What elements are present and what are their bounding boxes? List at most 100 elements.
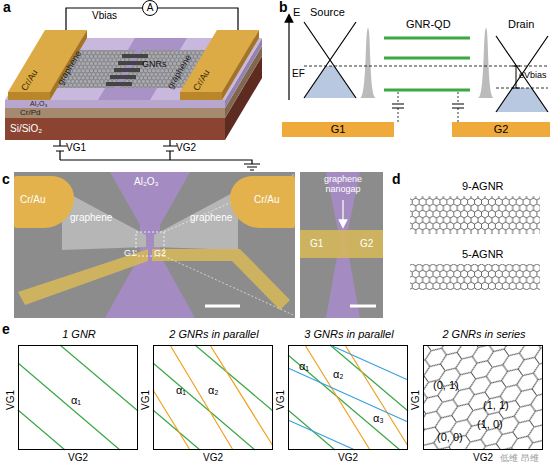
bias-label: eVbias (519, 71, 547, 81)
charge-state: (1, 0) (477, 418, 503, 430)
zoom-lines (164, 172, 300, 318)
layer-label: Si/SiO₂ (10, 123, 42, 134)
slope-label: α₁ (71, 394, 81, 406)
graphene-region (62, 190, 146, 250)
plot-frame: 1 GNRα₁ (18, 345, 138, 450)
gate-name: G1 (282, 123, 394, 135)
slope-label: α₁ (176, 384, 186, 396)
coulomb-line (153, 345, 273, 450)
annotation: graphene nanogap (313, 175, 373, 195)
coulomb-line (288, 345, 408, 450)
slope-label: α₂ (333, 368, 344, 380)
fermi-level (304, 66, 548, 67)
substrate-front (5, 118, 225, 140)
slope-label: α₁ (299, 360, 309, 372)
slope-label: α₃ (373, 412, 384, 424)
electrode-top (8, 30, 87, 92)
axis-label: VG2 (473, 452, 493, 463)
plot-title: 2 GNRs in parallel (144, 328, 284, 340)
material-label: graphene (70, 212, 112, 223)
gate-layer-front (5, 108, 225, 118)
sem-inset (300, 172, 383, 318)
ribbon-label: 5-AGNR (462, 248, 504, 260)
axis-label: VG1 (275, 390, 286, 410)
material-label: graphene (190, 212, 232, 223)
panel-letter: c (2, 172, 10, 187)
axis-label: VG2 (68, 452, 88, 463)
electrode-pad: Cr/Au (230, 176, 295, 228)
sem-image (14, 172, 295, 318)
layer-label: Cr/Pd (20, 109, 40, 118)
ribbon-lattice (410, 264, 540, 290)
plot-title: 3 GNRs in parallel (279, 328, 419, 340)
panel-letter: b (279, 0, 288, 15)
gnr-ribbon (106, 82, 132, 86)
layer-label: Al₂O₃ (30, 100, 47, 108)
plot-frame: 3 GNRs in parallelα₁α₂α₃ (288, 345, 408, 450)
gate-wires (53, 140, 260, 170)
gnr-ribbon (110, 75, 136, 79)
lead-label: Drain (508, 18, 534, 30)
electrode-label: Cr/Au (254, 194, 280, 205)
plot-frame: 2 GNRs in parallelα₁α₂ (153, 345, 273, 450)
charge-state: (0, 0) (437, 431, 463, 443)
slope-label: α₂ (208, 384, 219, 396)
bias-bracket (512, 66, 520, 88)
gate-name: G2 (154, 249, 166, 259)
axis-label: VG2 (338, 452, 358, 463)
gate-name: G1 (310, 238, 323, 249)
ammeter-symbol: A (142, 0, 158, 16)
tunnel-barrier (478, 28, 494, 98)
ribbon-label: 9-AGNR (462, 180, 504, 192)
meter-letter: A (143, 2, 157, 13)
panel-letter: d (392, 172, 401, 187)
gate-name: G1 (124, 249, 136, 259)
pointer-arrow (342, 200, 343, 224)
coupling-line (398, 92, 458, 122)
gate-bar: G2 (452, 122, 550, 137)
gnr-ribbon (118, 61, 144, 65)
electrode-front (8, 92, 50, 100)
axis-label: VG1 (410, 390, 421, 410)
fermi-level (496, 88, 548, 89)
electrode-front (180, 92, 222, 100)
voltage-label: VG2 (176, 142, 196, 153)
material-label: GNRs (142, 60, 167, 70)
filled-states (304, 66, 356, 98)
voltage-label: Vbias (92, 10, 117, 21)
panel-letter: e (2, 322, 10, 337)
axis-label: VG2 (203, 452, 223, 463)
qd-level (384, 37, 470, 40)
plot-frame: 2 GNRs in series(0, 1)(1, 1)(0, 0)(1, 0) (423, 345, 543, 450)
qd-level (384, 89, 470, 92)
oxide-layer-front (5, 100, 225, 108)
electrode-side (222, 30, 259, 100)
electrode-side (50, 30, 87, 100)
plot-title: 2 GNRs in series (414, 328, 553, 340)
dirac-cone (496, 36, 548, 112)
qd-level (384, 57, 470, 60)
material-label: Al₂O₃ (134, 176, 159, 187)
level-label: EF (292, 68, 305, 79)
lead-label: Source (310, 6, 345, 18)
gate-electrode (152, 249, 290, 310)
gate-electrode (300, 230, 383, 258)
coulomb-line (288, 345, 408, 450)
axis-label: E (293, 6, 300, 18)
coulomb-line (153, 345, 273, 450)
charge-state: (0, 1) (433, 379, 459, 391)
ribbon-lattice (410, 196, 540, 234)
gnr-ribbon (122, 54, 148, 58)
graphene-region (154, 190, 238, 250)
axis-label: VG1 (140, 390, 151, 410)
dirac-cone (304, 22, 356, 98)
axis-label: VG1 (5, 390, 16, 410)
gate-bar: G1 (282, 122, 394, 137)
voltage-label: VG1 (66, 142, 86, 153)
capacitor-symbol (392, 104, 464, 108)
watermark: 低维 昂维 (500, 454, 539, 464)
energy-axis (288, 18, 289, 100)
honeycomb-diagram (423, 345, 543, 450)
plot-title: 1 GNR (9, 328, 149, 340)
